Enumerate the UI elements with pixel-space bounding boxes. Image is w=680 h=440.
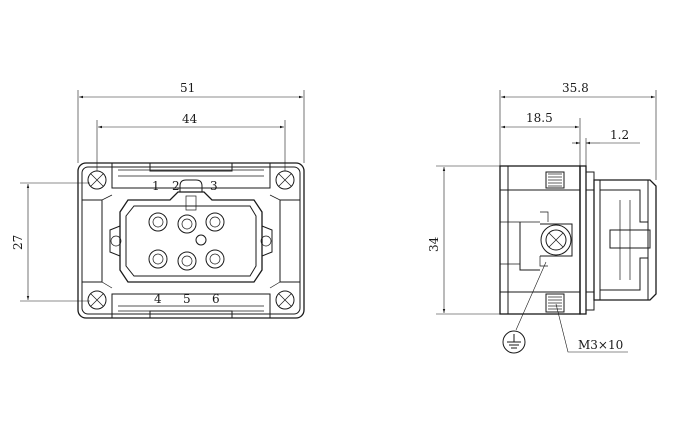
coding-key-slot — [185, 195, 197, 211]
pin-label-5: 5 — [183, 292, 191, 306]
dimension-side-height-label: 34 — [427, 236, 441, 252]
right-side-frame — [279, 199, 301, 283]
flange-upper-tab — [585, 171, 595, 191]
contact-6 — [205, 249, 225, 269]
side-flange — [579, 165, 587, 315]
bottom-rail — [111, 293, 271, 318]
contact-row-top — [148, 212, 225, 234]
side-insert-step — [519, 222, 540, 271]
cross-screw-icon — [87, 290, 107, 310]
contact-insert-outline — [119, 191, 263, 283]
cross-screw-icon — [275, 290, 295, 310]
upper-thread-block — [545, 171, 565, 189]
dimension-flange-depth-label: 18.5 — [526, 111, 553, 125]
left-locking-ear — [109, 225, 121, 257]
contact-3 — [205, 212, 225, 232]
contact-5 — [177, 251, 197, 271]
pin-label-1: 1 — [152, 179, 160, 193]
contact-insert-inner — [125, 205, 257, 277]
dimension-depth-label: 35.8 — [562, 81, 589, 95]
right-locking-ear — [261, 225, 273, 257]
dimension-height-label: 27 — [11, 235, 25, 250]
bottom-latch-slot — [149, 310, 233, 319]
ground-symbol-icon — [502, 330, 526, 354]
side-contact-body — [593, 179, 657, 301]
lower-thread-hatch — [548, 296, 562, 310]
cross-screw-icon — [87, 170, 107, 190]
dimension-mount-spacing-label: 44 — [182, 112, 198, 126]
contact-4 — [148, 249, 168, 269]
lower-thread-block — [545, 293, 565, 313]
top-rail — [111, 163, 271, 189]
pin-label-3: 3 — [210, 179, 218, 193]
contact-row-bottom — [148, 249, 225, 271]
contact-1 — [148, 212, 168, 232]
top-latch-slot — [149, 162, 233, 172]
coding-key — [179, 179, 203, 192]
contact-ground — [195, 234, 207, 246]
dimension-flange-thickness-label: 1.2 — [610, 128, 629, 142]
pin-label-2: 2 — [172, 179, 180, 193]
left-side-frame — [81, 199, 103, 283]
front-view: 1 2 3 4 5 6 51 44 27 — [11, 81, 305, 319]
ground-leader — [515, 261, 547, 331]
dimension-width-label: 51 — [180, 81, 195, 95]
upper-thread-hatch — [548, 173, 562, 187]
screw-callout-label: M3×10 — [578, 338, 623, 352]
flange-lower-tab — [585, 291, 595, 311]
ground-terminal-screw — [540, 223, 573, 257]
pin-label-4: 4 — [154, 292, 162, 306]
pin-label-6: 6 — [212, 292, 220, 306]
contact-2 — [177, 214, 197, 234]
cross-screw-icon — [275, 170, 295, 190]
side-view: 35.8 18.5 1.2 34 M3×10 — [427, 81, 657, 354]
screw-leader — [555, 303, 628, 353]
housing-inner-outline — [81, 166, 301, 315]
